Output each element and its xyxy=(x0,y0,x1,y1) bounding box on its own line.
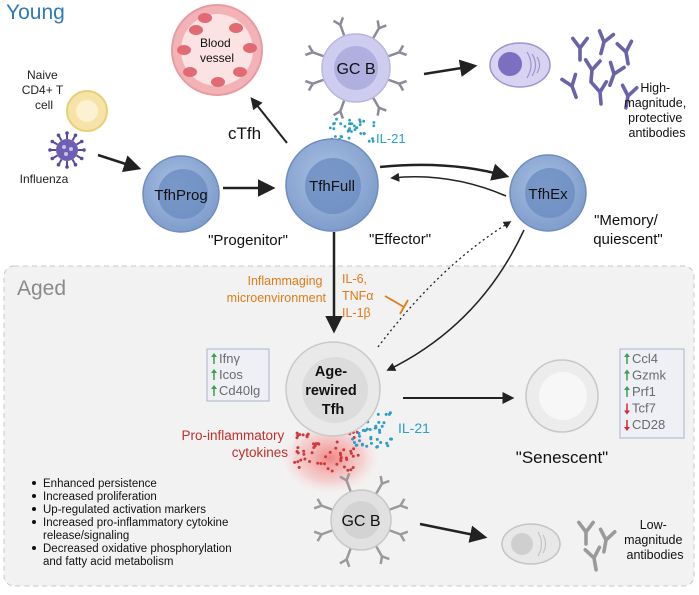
memory-label: "Memory/ quiescent" xyxy=(593,212,663,248)
antibodies-young-icon xyxy=(560,29,639,110)
bullet-text: Decreased oxidative phosphorylation xyxy=(43,543,232,555)
arrow-naive-to-prog xyxy=(97,153,142,172)
naive-label: Naive CD4+ T cell xyxy=(22,68,67,112)
gcb-aged-label: GC B xyxy=(341,513,380,530)
arrow-gcb-aged-to-plasma xyxy=(419,522,488,543)
arrow-full-to-ex xyxy=(379,163,510,181)
tfh-ex-label: TfhEx xyxy=(528,186,568,203)
gene-label: Gzmk xyxy=(632,368,666,383)
progenitor-label: "Progenitor" xyxy=(208,232,288,249)
bullet-text: Increased pro-inflammatory cytokine xyxy=(43,517,228,529)
gene-box-right xyxy=(619,348,685,439)
aged-title: Aged xyxy=(17,277,66,300)
arrow-ex-to-full xyxy=(390,172,507,197)
gene-label: Cd40lg xyxy=(219,383,260,398)
low-antibody-label: Low- magnitude antibodies xyxy=(624,518,686,562)
arrow-gcb-to-plasma xyxy=(423,59,478,77)
inhibition-arrow xyxy=(384,295,409,315)
gene-box-left xyxy=(206,348,270,402)
influenza-icon xyxy=(48,131,86,169)
gene-label: Prf1 xyxy=(632,384,656,399)
il21-young-dots xyxy=(328,117,376,144)
il21-aged-label: IL-21 xyxy=(398,420,430,436)
tfh-full-cell xyxy=(285,138,379,232)
gcb-young-label: GC B xyxy=(336,61,375,78)
il21-young-label: IL-21 xyxy=(376,131,406,146)
senescent-label: "Senescent" xyxy=(516,448,608,467)
arrow-full-to-vessel xyxy=(250,97,288,144)
blood-vessel-icon xyxy=(171,4,263,96)
bullet-text: Enhanced persistence xyxy=(43,478,157,490)
gcb-young-cell xyxy=(305,17,407,119)
gene-label: Ccl4 xyxy=(632,351,658,366)
plasma-cell-aged xyxy=(501,523,561,565)
influenza-label: Influenza xyxy=(20,172,69,186)
gene-label: CD28 xyxy=(632,417,665,432)
antibodies-aged-icon xyxy=(576,520,617,572)
young-title: Young xyxy=(6,1,65,24)
age-rewired-label: Age- rewired Tfh xyxy=(305,364,361,418)
effector-label: "Effector" xyxy=(369,231,431,248)
tfh-full-label: TfhFull xyxy=(309,178,355,195)
tfh-ex-cell xyxy=(509,154,587,232)
tfh-prog-label: TfhProg xyxy=(154,187,207,204)
high-antibody-label: High- magnitude, protective antibodies xyxy=(624,81,689,140)
naive-t-cell xyxy=(66,90,108,132)
arrow-ex-to-aged xyxy=(386,229,525,371)
gene-label: Icos xyxy=(219,367,243,382)
bullet-text: Up-regulated activation markers xyxy=(43,504,206,516)
gcb-aged-cell xyxy=(313,472,409,568)
tfh-prog-cell xyxy=(142,155,220,233)
blood-vessel-label: Blood vessel xyxy=(200,36,234,65)
gene-label: Ifnγ xyxy=(219,351,240,366)
senescent-cell xyxy=(525,359,599,433)
cytokines-label: IL-6, TNFα IL-1β xyxy=(342,272,377,320)
proinflam-dots xyxy=(293,430,360,473)
proinflam-glow xyxy=(275,418,385,498)
ctfh-label: cTfh xyxy=(228,124,261,143)
bullet-text: Increased proliferation xyxy=(43,491,157,503)
bullet-text: and fatty acid metabolism xyxy=(43,556,173,568)
arrow-aged-to-ex-dotted xyxy=(377,221,512,348)
bullet-text: release/signaling xyxy=(43,530,129,542)
proinflam-label: Pro-inflammatory cytokines xyxy=(181,428,288,460)
gene-label: Tcf7 xyxy=(632,401,656,416)
inflammaging-label: Inflammaging microenvironment xyxy=(227,274,327,305)
age-rewired-tfh-cell xyxy=(285,341,381,437)
plasma-cell-young xyxy=(489,42,551,88)
